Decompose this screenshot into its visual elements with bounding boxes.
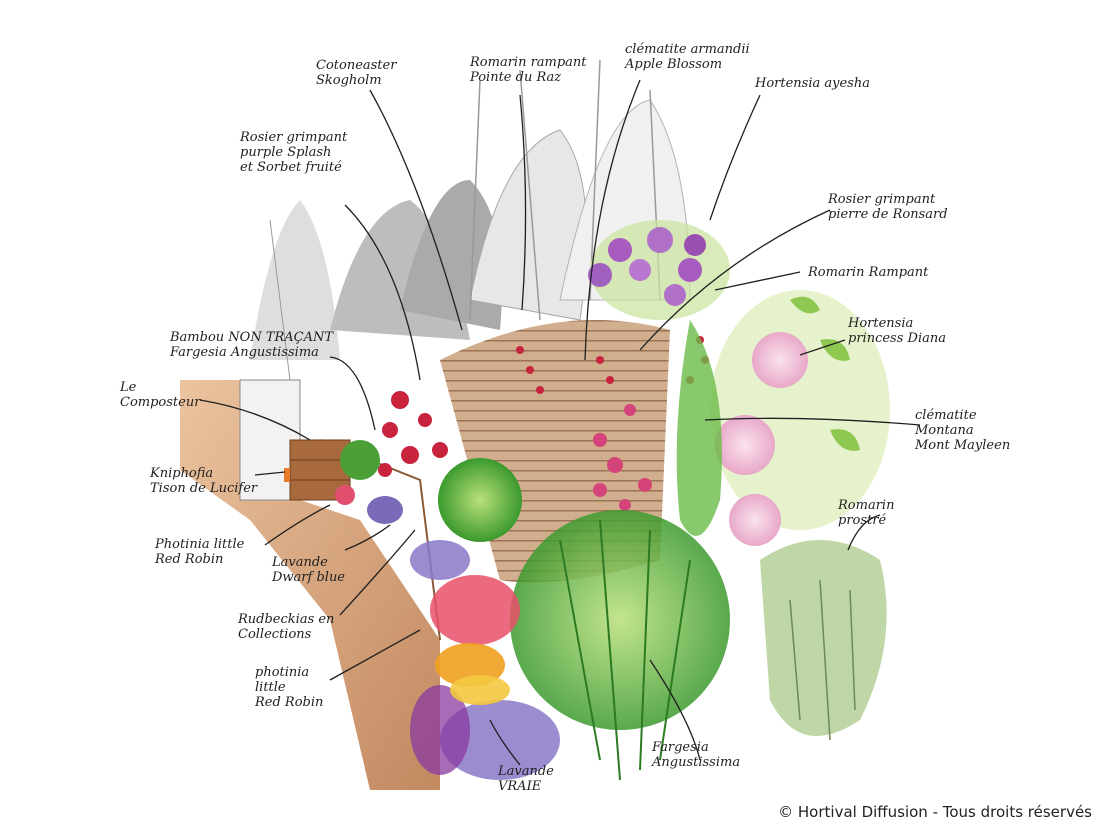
clematite-montana <box>676 320 722 536</box>
romarin-prostre <box>760 540 887 741</box>
kniphofia <box>284 468 355 505</box>
bamboo-fargesia <box>510 510 730 781</box>
annotation-arrows <box>199 79 921 766</box>
label-romarin-rampant: Romarin Rampant <box>808 265 929 280</box>
pink-roses <box>593 404 652 511</box>
copyright-notice: © Hortival Diffusion - Tous droits réser… <box>778 803 1092 821</box>
round-shrub <box>340 440 522 542</box>
rudbeckias <box>430 575 520 705</box>
hydrangea-ayesha <box>588 220 730 320</box>
hydrangea-diana <box>710 290 890 546</box>
lavender-plants <box>367 496 560 780</box>
label-hortensia-ayesha: Hortensia ayesha <box>755 76 870 91</box>
